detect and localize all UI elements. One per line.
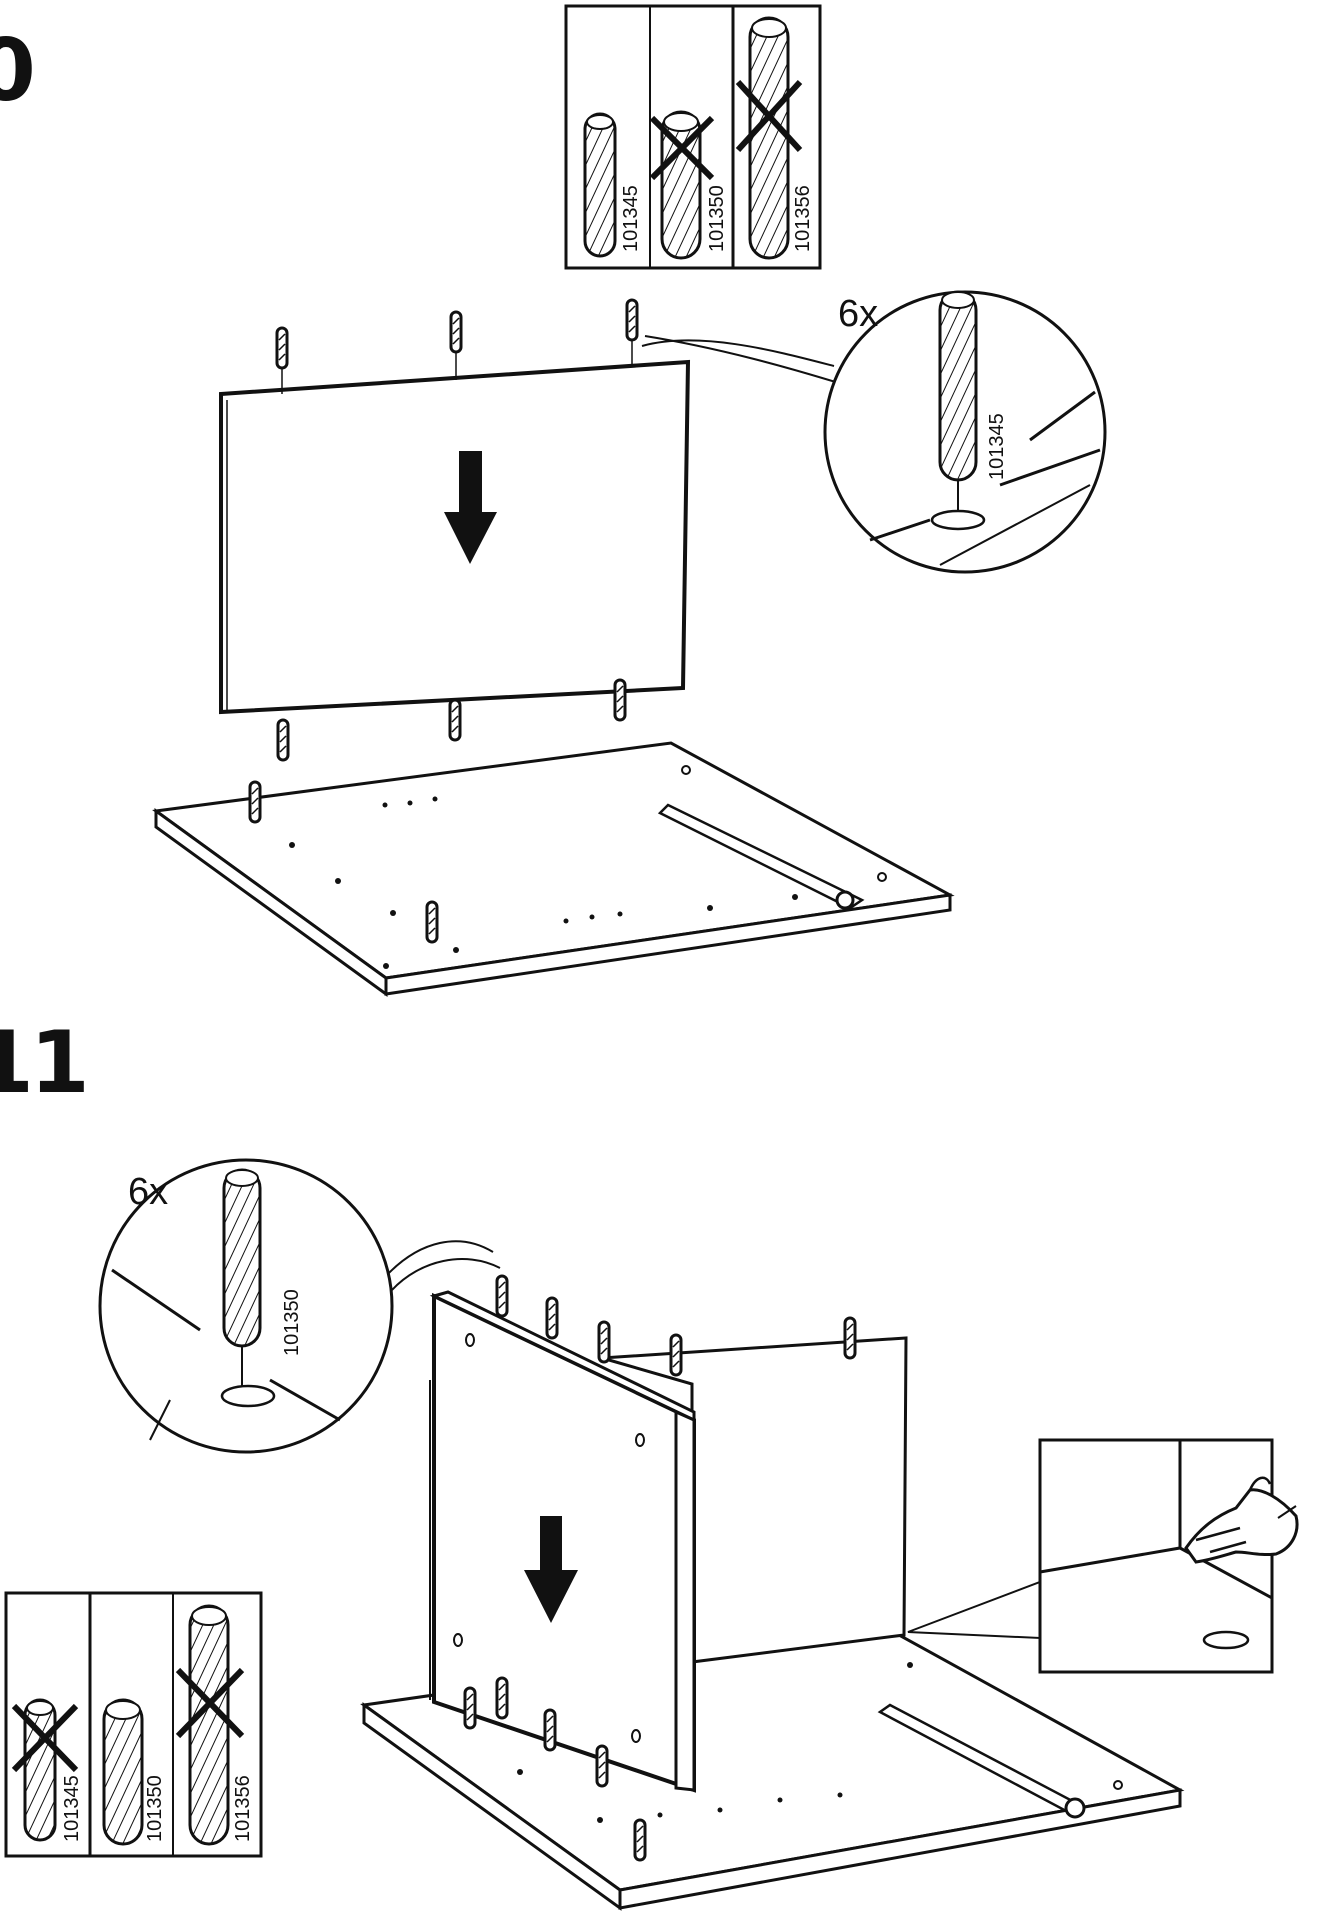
quantity-label: 6x	[838, 293, 878, 335]
cross-icon	[735, 79, 803, 153]
dowel-101345-option: 101345	[11, 1698, 83, 1842]
dowel-peg	[543, 1708, 557, 1752]
dowel-peg	[597, 1320, 611, 1364]
dowel-peg	[495, 1676, 509, 1720]
side-panel	[429, 1290, 696, 1793]
step-number-11: 11	[0, 1013, 90, 1113]
step-number-10: 0	[0, 21, 36, 121]
bottom-board	[152, 741, 955, 997]
dowel-code: 101345	[61, 1775, 83, 1842]
cross-icon	[11, 1703, 79, 1773]
dowel-peg	[669, 1333, 683, 1377]
detail-callout-step11: 6x 101350	[98, 1158, 501, 1454]
dowel-101350-option: 101350	[102, 1698, 166, 1846]
dowel-peg	[843, 1316, 857, 1360]
down-arrow-icon	[524, 1516, 578, 1623]
dowel-code: 101345	[986, 413, 1008, 480]
dowel-peg	[545, 1296, 559, 1340]
dowel-code: 101350	[281, 1289, 303, 1356]
down-arrow-icon	[444, 451, 497, 564]
pointing-hand-icon	[1184, 1476, 1299, 1564]
dowel-peg	[463, 1686, 477, 1730]
cross-icon	[175, 1667, 245, 1739]
cross-icon	[649, 115, 715, 181]
quantity-label: 6x	[128, 1171, 168, 1213]
dowel-peg	[495, 1274, 509, 1318]
back-panel	[219, 359, 691, 715]
dowel-peg	[448, 698, 462, 742]
dowel-peg	[613, 678, 627, 722]
dowel-101356-option: 101356	[175, 1604, 254, 1846]
dowel-code: 101356	[232, 1775, 254, 1842]
dowel-peg	[276, 718, 290, 762]
dowel-peg	[449, 310, 463, 354]
dowel-code: 101356	[792, 185, 814, 252]
dowel-peg	[275, 326, 289, 370]
dowel-peg	[633, 1818, 647, 1862]
dowel-101350-option: 101350	[649, 110, 728, 260]
dowel-peg	[625, 298, 639, 342]
dowel-selector-step10: 101345 101350 101356	[564, 4, 822, 270]
detail-callout-step10: 6x 101345	[641, 290, 1107, 574]
dowel-selector-step11: 101345 101350 101356	[4, 1591, 263, 1858]
dowel-code: 101350	[144, 1775, 166, 1842]
dowel-peg	[425, 900, 439, 944]
dowel-101345-option: 101345	[583, 112, 642, 258]
dowel-code: 101350	[706, 185, 728, 252]
corner-detail-inset	[907, 1438, 1299, 1674]
dowel-code: 101345	[620, 185, 642, 252]
dowel-peg	[248, 780, 262, 824]
dowel-101356-option: 101356	[735, 16, 814, 260]
dowel-peg	[595, 1744, 609, 1788]
